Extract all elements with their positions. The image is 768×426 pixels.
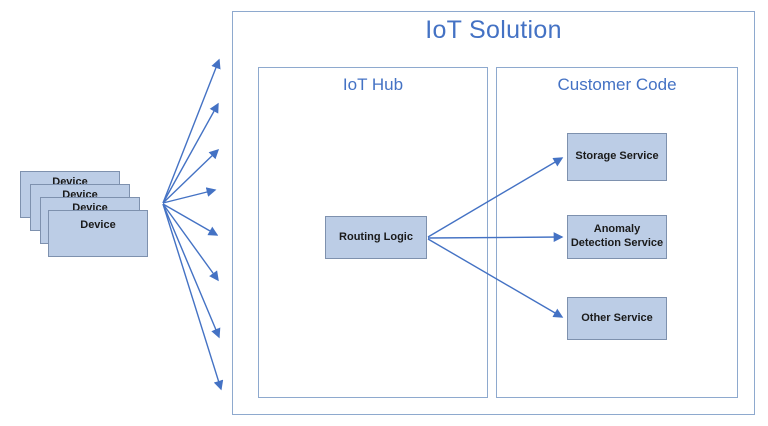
iot-hub-title: IoT Hub — [342, 75, 404, 94]
other-service-box: Other Service — [567, 297, 667, 340]
anomaly-detection-service-box: Anomaly Detection Service — [567, 215, 667, 259]
routing-logic-box: Routing Logic — [325, 216, 427, 259]
iot-solution-frame — [232, 11, 755, 415]
iot-solution-title: IoT Solution — [425, 16, 562, 44]
customer-code-title: Customer Code — [557, 75, 677, 94]
device-fan-arrows — [162, 58, 224, 391]
storage-service-box: Storage Service — [567, 133, 667, 181]
device-box-4: Device — [48, 210, 148, 257]
